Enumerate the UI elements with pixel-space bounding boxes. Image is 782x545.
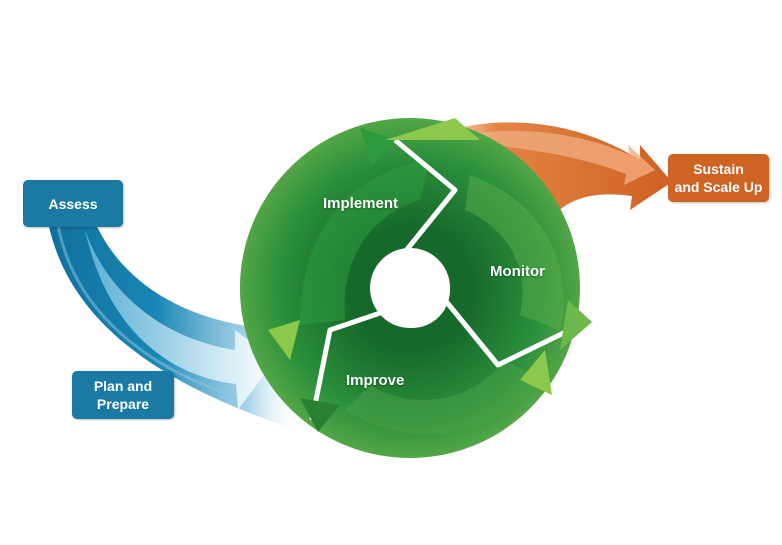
plan-label-line-2: Prepare xyxy=(96,396,150,412)
sustain-label-line-1: Sustain xyxy=(693,161,744,177)
assess-box: Assess xyxy=(23,180,123,227)
sustain-and-scale-up-box: Sustain and Scale Up xyxy=(668,154,769,202)
plan-and-prepare-box: Plan and Prepare xyxy=(72,371,174,419)
improve-label: Improve xyxy=(346,372,405,389)
monitor-label: Monitor xyxy=(490,263,545,280)
sustain-label-line-2: and Scale Up xyxy=(674,179,763,195)
assess-label: Assess xyxy=(48,195,98,212)
implement-label: Implement xyxy=(323,195,399,212)
inflow-arrow xyxy=(48,222,330,440)
plan-label-line-1: Plan and xyxy=(93,378,153,394)
recycle-three-arrow-cycle-icon xyxy=(239,118,592,459)
